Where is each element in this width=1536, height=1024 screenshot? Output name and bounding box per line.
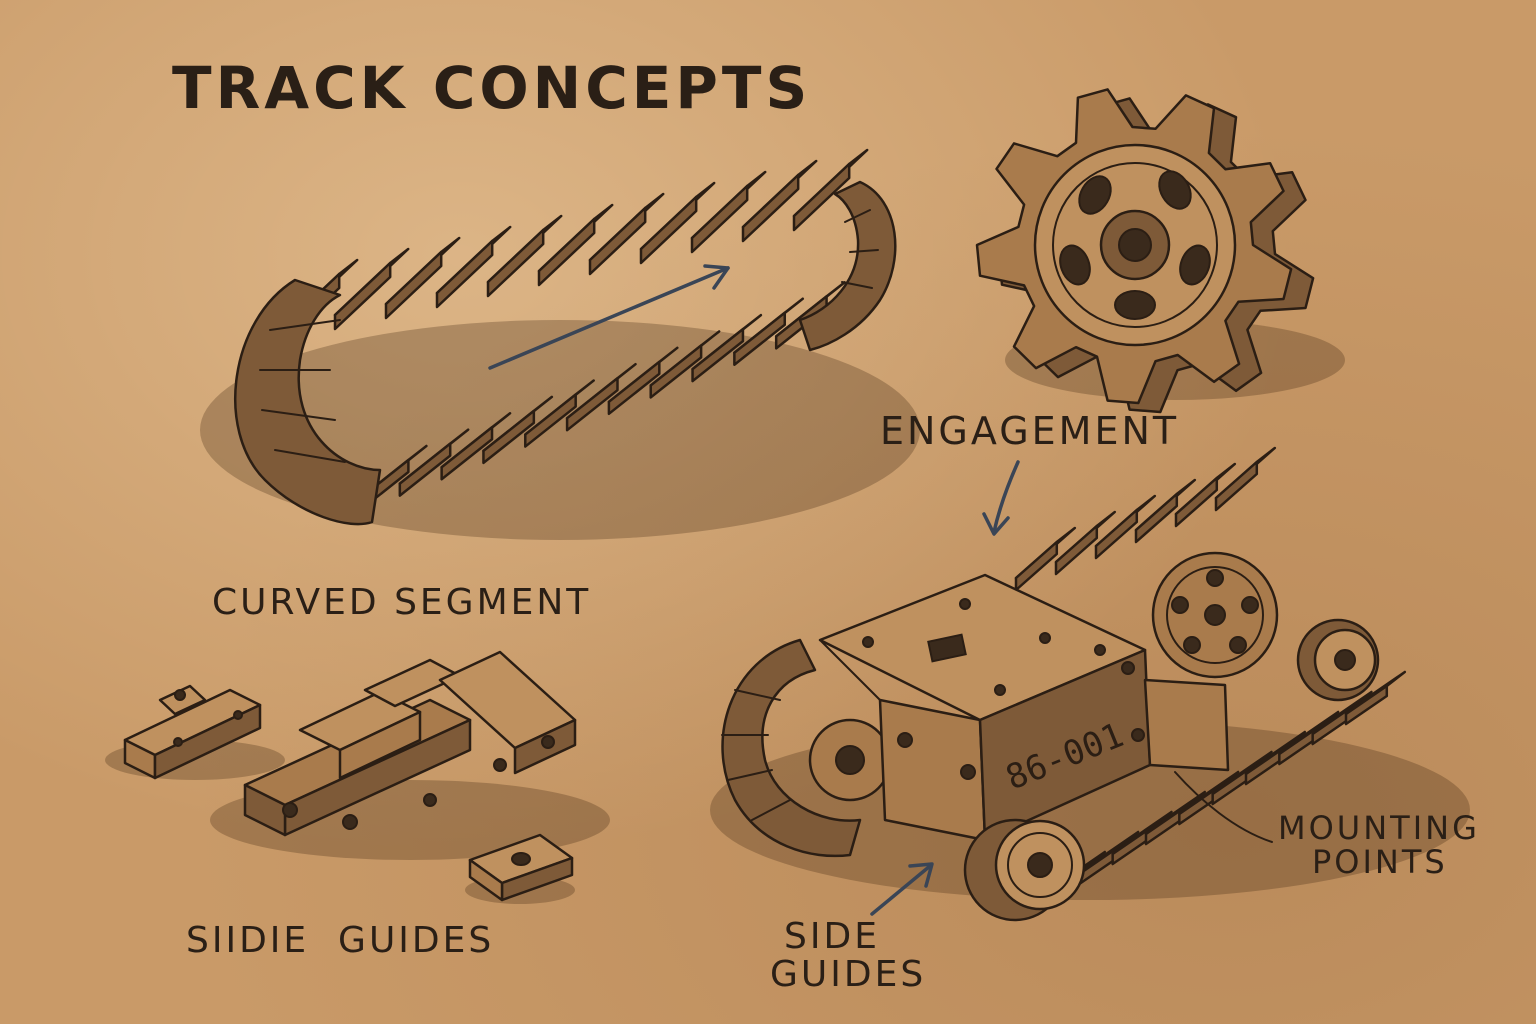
track-link (1134, 492, 1179, 544)
track-link (524, 393, 577, 448)
track-link (1344, 684, 1389, 726)
track-link (486, 228, 545, 298)
track-link (440, 426, 494, 481)
side-guides-label: SIDE GUIDES (770, 918, 926, 994)
track-link (1174, 476, 1219, 528)
track-link (482, 409, 536, 465)
track-link (1054, 524, 1099, 576)
track-link (588, 206, 647, 276)
track-link (537, 217, 596, 287)
side-guides-line1: SIDE (784, 916, 880, 957)
engagement-label: ENGAGEMENT (880, 409, 1180, 453)
track-link (1094, 508, 1139, 560)
side-guide-parts (105, 650, 610, 904)
mounting-points-line2: POINTS (1312, 842, 1448, 881)
mounting-points-leader (1174, 771, 1273, 843)
slide-guides-label: SIIDIE GUIDES (186, 920, 495, 961)
track-link (1014, 540, 1059, 592)
track-link (691, 327, 745, 383)
track-link (792, 162, 851, 232)
track-link (565, 376, 619, 432)
track-link (384, 250, 443, 320)
assembly-top-links (1014, 446, 1277, 592)
track-bottom-links (356, 264, 888, 514)
track-link (733, 311, 787, 366)
track-link (333, 261, 392, 331)
engagement-arrow (992, 460, 1020, 534)
track-link (435, 239, 494, 309)
track-link (1214, 460, 1259, 512)
mounting-points-line1: MOUNTING (1278, 809, 1480, 847)
curved-track-loop (200, 148, 920, 540)
side-guides-line2: GUIDES (770, 953, 927, 995)
tracked-chassis-assembly: 86-001 (710, 446, 1470, 922)
sprocket-gear (975, 88, 1345, 414)
mounting-points-label: MOUNTING POINTS (1278, 809, 1480, 881)
side-guides-arrow (870, 864, 932, 916)
page-title: TRACK CONCEPTS (172, 54, 812, 122)
track-link (741, 173, 800, 243)
track-top-links (282, 148, 869, 342)
direction-arrow (488, 266, 730, 370)
track-link (607, 360, 661, 416)
track-link (690, 184, 749, 254)
track-link (639, 195, 698, 265)
track-link (649, 344, 703, 399)
track-link (398, 442, 452, 497)
curved-segment-label: CURVED SEGMENT (212, 582, 592, 623)
